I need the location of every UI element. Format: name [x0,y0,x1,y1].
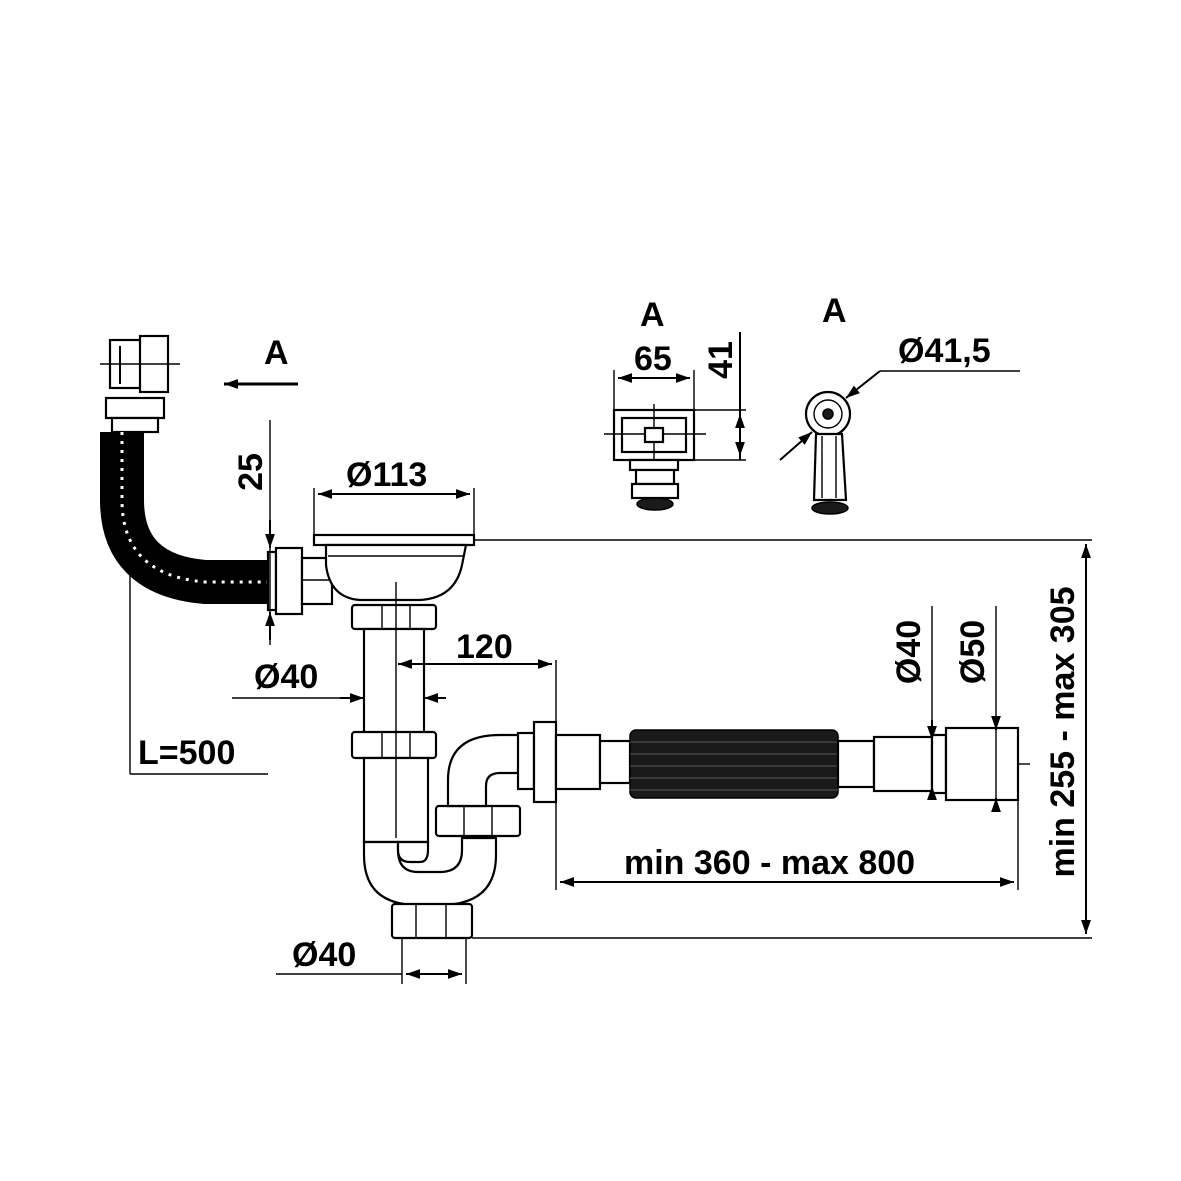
dim-65-label: 65 [634,340,672,378]
d41-5-label: Ø41,5 [898,332,991,370]
view-a-front [604,404,706,511]
dim-120-label: 120 [456,628,513,666]
view-a-label-front: A [640,296,665,334]
view-a-side [804,390,852,515]
view-a-label-main: A [264,334,289,372]
d113-label: Ø113 [346,456,427,494]
dim-25-label: 25 [232,453,270,491]
dim-41-label: 41 [702,341,740,379]
d40-pipe-label: Ø40 [254,658,318,696]
d40-outlet-label: Ø40 [890,620,928,684]
d50-outlet-label: Ø50 [954,620,992,684]
view-a-label-side: A [822,292,847,330]
outlet-corrugated-hose [629,729,839,799]
d41-5-dim-line [845,370,881,399]
basket-strainer [312,533,476,631]
d40-bottom-label: Ø40 [292,936,356,974]
overflow-corrugated-hose [100,432,272,604]
outlet-elbow [446,720,632,808]
outlet-end-connector [836,726,1020,802]
height-range-label: min 255 - max 305 [1044,586,1082,877]
hose-range-label: min 360 - max 800 [624,844,915,882]
siphon-trap-body [350,582,522,940]
l500-label: L=500 [138,734,235,772]
overflow-head [100,334,180,434]
